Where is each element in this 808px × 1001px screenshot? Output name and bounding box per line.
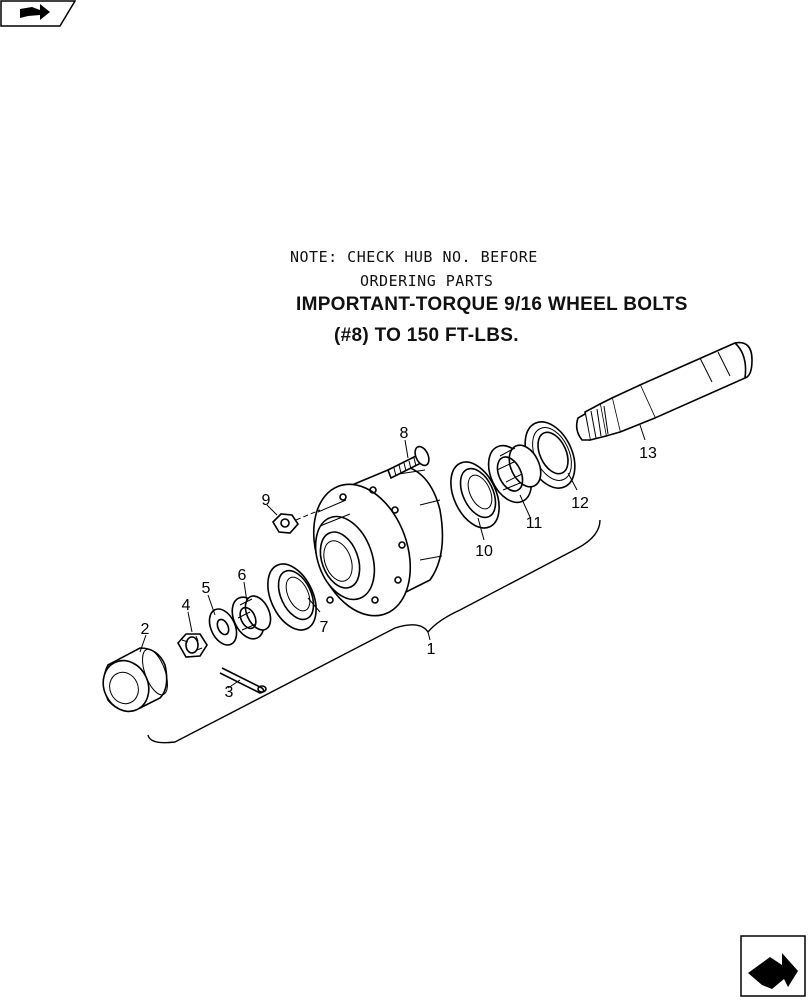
spindle-part-13 [575, 341, 753, 441]
inner-cup-part-7 [267, 563, 317, 631]
dust-cap-part-2 [102, 647, 168, 713]
hub-part-1 [312, 464, 444, 617]
wheel-bolt-part-8 [386, 445, 430, 480]
important-line-2: (#8) TO 150 FT-LBS. [334, 325, 519, 346]
next-arrow-icon [740, 935, 806, 997]
callout-9[interactable]: 9 [262, 492, 271, 509]
washer-part-5 [208, 608, 238, 646]
cotter-pin-part-3 [219, 667, 267, 694]
callout-6[interactable]: 6 [238, 567, 247, 584]
callout-13[interactable]: 13 [639, 445, 657, 462]
top-nav-tab[interactable] [0, 0, 77, 28]
next-page-button[interactable] [740, 935, 806, 997]
callout-8[interactable]: 8 [400, 425, 409, 442]
inner-cone-part-6 [231, 595, 272, 640]
callout-7[interactable]: 7 [320, 619, 329, 636]
castle-nut-part-4 [177, 633, 208, 658]
callout-4[interactable]: 4 [182, 597, 191, 614]
callout-5[interactable]: 5 [202, 580, 211, 597]
callout-11[interactable]: 11 [526, 515, 543, 532]
callout-10[interactable]: 10 [475, 543, 493, 560]
book-arrow-icon [0, 0, 77, 27]
important-line-1: IMPORTANT-TORQUE 9/16 WHEEL BOLTS [296, 294, 688, 315]
note-line-2: ORDERING PARTS [360, 272, 494, 290]
callout-1[interactable]: 1 [427, 641, 436, 658]
outer-cup-part-10 [450, 461, 500, 529]
callout-2[interactable]: 2 [141, 621, 150, 638]
note-line-1: NOTE: CHECK HUB NO. BEFORE [290, 248, 538, 266]
callout-3[interactable]: 3 [225, 684, 234, 701]
callout-12[interactable]: 12 [571, 495, 589, 512]
wheel-nut-part-9 [271, 513, 300, 534]
